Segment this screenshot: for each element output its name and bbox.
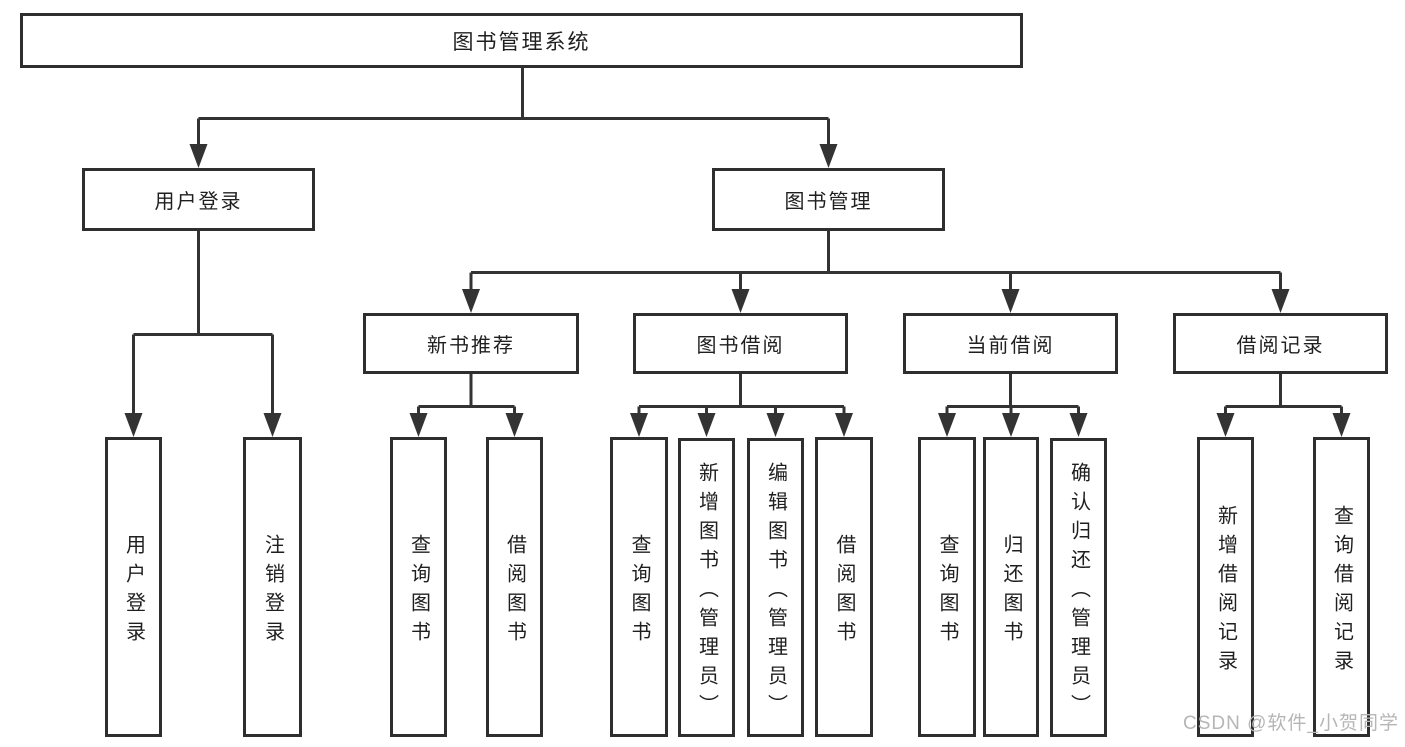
node-label: 确认归还（管理员） [1067,461,1090,723]
node-new-book-recommendation: 新书推荐 [363,313,579,374]
leaf-logout: 注销登录 [243,437,302,737]
node-borrowing-records: 借阅记录 [1173,313,1388,374]
node-label: 新增图书（管理员） [695,461,718,723]
node-label: 用户登录 [154,191,243,213]
node-user-login: 用户登录 [82,168,315,231]
leaf-query-books-borrowing: 查询图书 [610,437,668,737]
leaf-add-borrow-record: 新增借阅记录 [1197,437,1254,737]
leaf-borrow-books-recommendation: 借阅图书 [486,437,543,737]
node-label: 查询图书 [407,533,430,650]
node-label: 图书管理 [784,191,873,213]
node-label: 新书推荐 [427,335,515,357]
leaf-add-book-admin: 新增图书（管理员） [678,438,735,737]
node-label: 图书管理系统 [452,30,591,54]
leaf-query-borrow-record: 查询借阅记录 [1313,437,1370,737]
leaf-user-login: 用户登录 [105,437,162,737]
leaf-borrow-books-borrowing: 借阅图书 [815,437,873,737]
node-label: 查询图书 [628,533,650,650]
node-label: 注销登录 [261,533,284,650]
leaf-return-books: 归还图书 [983,437,1039,737]
node-book-borrowing: 图书借阅 [633,313,848,374]
node-label: 借阅图书 [833,533,855,650]
node-label: 查询图书 [936,533,958,650]
node-label: 新增借阅记录 [1214,504,1237,679]
node-label: 归还图书 [1000,533,1022,650]
leaf-query-books-current: 查询图书 [918,437,976,737]
node-label: 当前借阅 [966,335,1055,357]
watermark: CSDN @软件_小贺同学 [1183,713,1399,734]
leaf-edit-book-admin: 编辑图书（管理员） [747,438,804,737]
leaf-query-books-recommendation: 查询图书 [390,437,447,737]
node-label: 编辑图书（管理员） [764,461,787,723]
node-label: 用户登录 [122,533,145,650]
node-label: 借阅图书 [503,533,526,650]
node-label: 借阅记录 [1236,335,1325,357]
node-book-management: 图书管理 [712,168,945,231]
node-library-management-system: 图书管理系统 [20,13,1023,68]
node-label: 图书借阅 [696,335,785,357]
node-label: 查询借阅记录 [1330,504,1353,679]
leaf-confirm-return-admin: 确认归还（管理员） [1050,438,1107,737]
node-current-borrowing: 当前借阅 [903,313,1118,374]
